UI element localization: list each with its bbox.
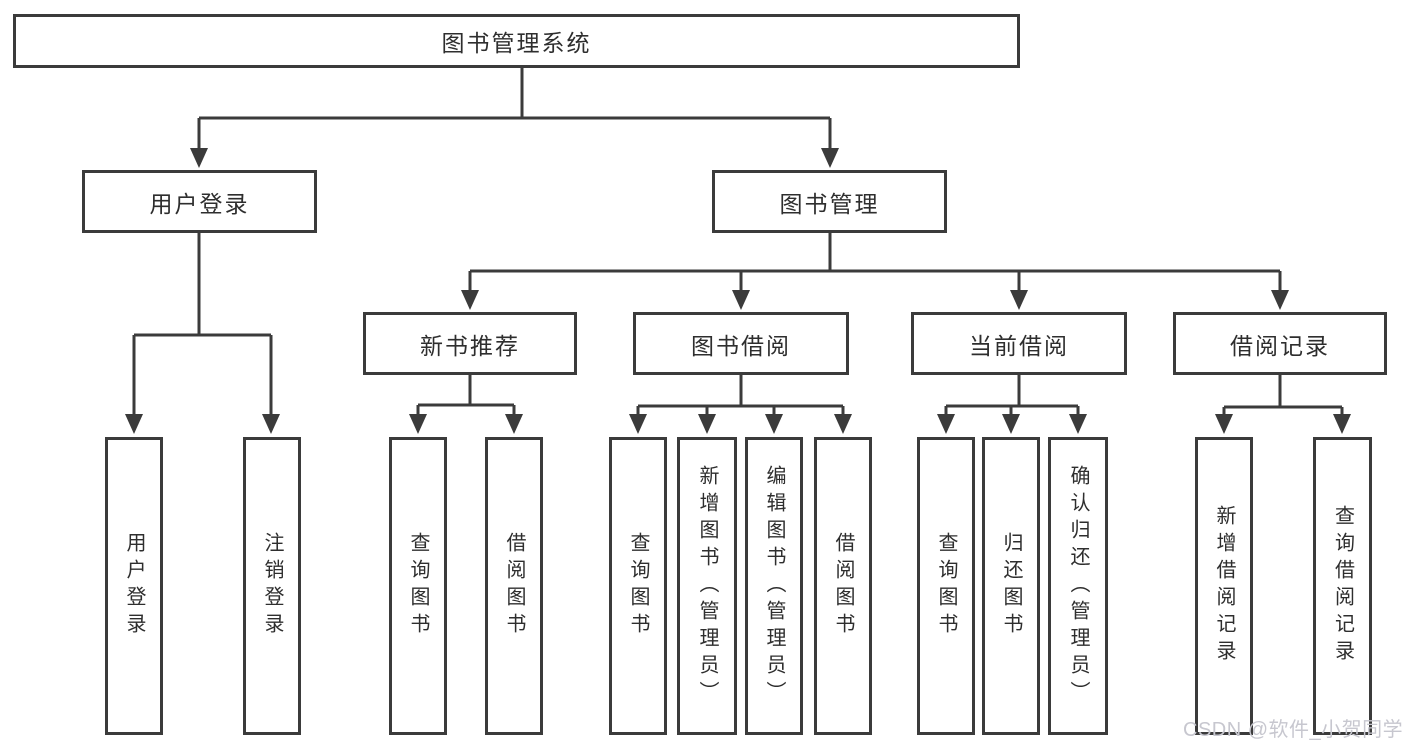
leaf-query-book-recommend: 查询图书	[389, 437, 447, 735]
leaf-logout-login: 注销登录	[243, 437, 301, 735]
node-borrow-records: 借阅记录	[1173, 312, 1387, 375]
connector-line-group	[132, 68, 1344, 414]
leaf-label: 查询图书	[407, 532, 429, 640]
leaf-confirm-return-admin: 确认归还（管理员）	[1048, 437, 1108, 735]
leaf-label: 查询借阅记录	[1331, 505, 1354, 667]
leaf-query-book-borrow: 查询图书	[609, 437, 667, 735]
node-library-management-system: 图书管理系统	[13, 14, 1020, 68]
leaf-label: 借阅图书	[832, 532, 854, 640]
leaf-add-borrow-record: 新增借阅记录	[1195, 437, 1253, 735]
node-book-borrow: 图书借阅	[633, 312, 849, 375]
node-book-management: 图书管理	[712, 170, 947, 233]
leaf-borrow-book-recommend: 借阅图书	[485, 437, 543, 735]
leaf-query-book-current: 查询图书	[917, 437, 975, 735]
leaf-label: 编辑图书（管理员）	[763, 464, 785, 708]
leaf-label: 新增图书（管理员）	[696, 464, 718, 708]
leaf-label: 确认归还（管理员）	[1067, 464, 1089, 708]
leaf-label: 查询图书	[627, 532, 649, 640]
leaf-user-login: 用户登录	[105, 437, 163, 735]
leaf-return-book: 归还图书	[982, 437, 1040, 735]
leaf-label: 借阅图书	[503, 532, 525, 640]
leaf-label: 归还图书	[1000, 532, 1022, 640]
leaf-label: 用户登录	[123, 532, 145, 640]
leaf-borrow-book: 借阅图书	[814, 437, 872, 735]
leaf-label: 注销登录	[261, 532, 283, 640]
leaf-add-book-admin: 新增图书（管理员）	[677, 437, 737, 735]
node-new-book-recommend: 新书推荐	[363, 312, 577, 375]
node-current-borrow: 当前借阅	[911, 312, 1127, 375]
node-user-login: 用户登录	[82, 170, 317, 233]
arrowhead-group	[125, 148, 1351, 434]
leaf-label: 查询图书	[935, 532, 957, 640]
csdn-watermark: CSDN @软件_小贺同学	[1183, 719, 1404, 741]
leaf-label: 新增借阅记录	[1213, 505, 1235, 667]
leaf-query-borrow-record: 查询借阅记录	[1313, 437, 1372, 735]
leaf-edit-book-admin: 编辑图书（管理员）	[745, 437, 803, 735]
